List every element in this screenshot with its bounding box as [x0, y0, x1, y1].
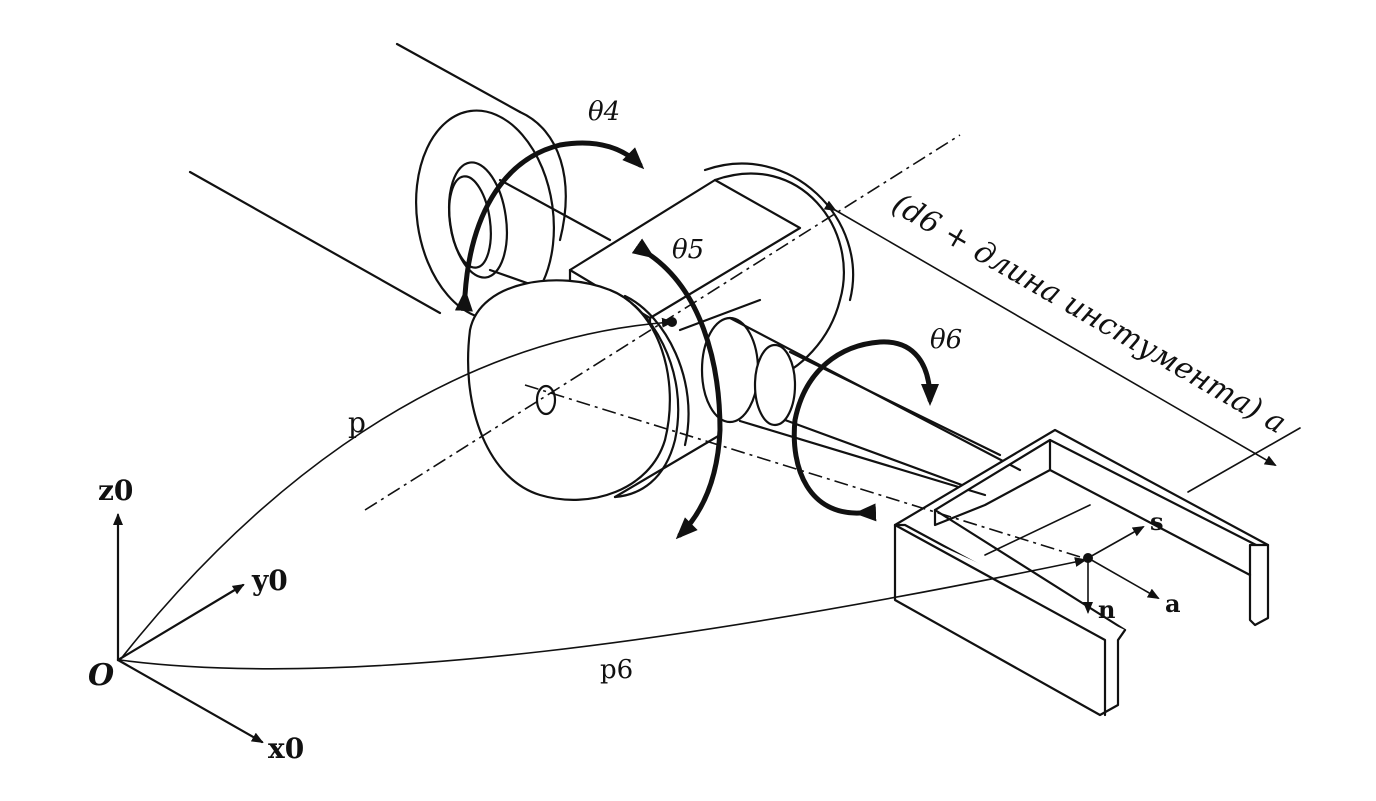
origin-label: O: [88, 658, 114, 693]
p6-label: p6: [600, 655, 633, 685]
s-axis: [1087, 526, 1145, 559]
n-label: n: [1098, 595, 1115, 624]
s-label: s: [1150, 507, 1164, 536]
y0-label: y0: [251, 564, 288, 597]
theta4-label: θ4: [588, 97, 620, 127]
theta6-label: θ6: [930, 325, 962, 355]
gripper: [893, 428, 1270, 717]
theta6-arrow: [791, 339, 939, 522]
wrist-center-point: [667, 317, 677, 327]
tool-axis-line: [524, 384, 1091, 561]
x0-axis: [116, 658, 264, 744]
z0-label: z0: [98, 474, 133, 507]
dimension-label: (d6 + длина инстумента) a: [886, 187, 1292, 442]
vector-p6: [119, 557, 1087, 670]
p-label: p: [348, 406, 366, 439]
theta5-label: θ5: [672, 235, 704, 265]
a-label: a: [1165, 589, 1181, 618]
theta5-arrow: [631, 238, 723, 540]
a-axis: [1087, 557, 1160, 599]
x0-label: x0: [268, 732, 304, 765]
vector-p: [119, 317, 674, 661]
theta4-arrow: [454, 140, 645, 312]
y0-axis: [116, 583, 245, 662]
